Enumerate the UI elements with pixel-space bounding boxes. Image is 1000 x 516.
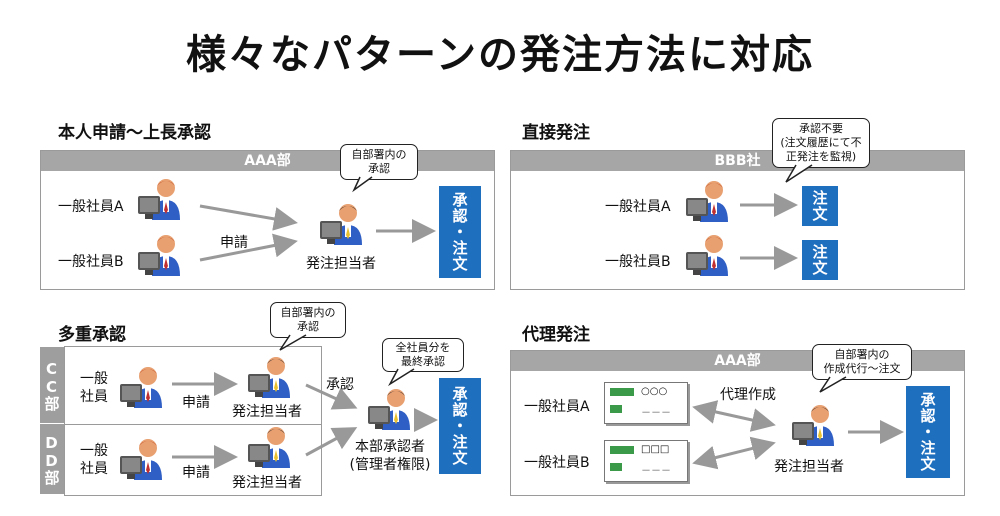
order-doc-a: ○○○ －－－	[604, 382, 688, 424]
doc-a-dash: －－－	[641, 408, 671, 419]
dept-cc-label: CC部	[40, 347, 64, 423]
stamp-icon	[610, 446, 634, 454]
handler-cc-label: 発注担当者	[232, 404, 302, 420]
section-title-proxy-order: 代理発注	[522, 325, 590, 345]
callout-dept-approval: 自部署内の 承認	[340, 144, 418, 180]
stamp-icon	[610, 405, 622, 413]
dept-dd-label: DD部	[40, 424, 64, 494]
doc-a-text: ○○○	[641, 386, 668, 397]
callout-tail	[819, 376, 847, 393]
apply-cc-label: 申請	[182, 395, 210, 411]
employee-a-label: 一般社員A	[524, 399, 590, 415]
apply-label: 申請	[220, 235, 248, 251]
callout-tail	[785, 164, 813, 183]
arrow	[199, 204, 298, 231]
result-box: 承認・注文	[906, 386, 950, 478]
employee-b-label: 一般社員B	[524, 455, 590, 471]
handler-label: 発注担当者	[774, 459, 844, 475]
proxy-create-label: 代理作成	[720, 387, 776, 403]
order-doc-b: □□□ －－－	[604, 440, 688, 482]
order-box-a: 注文	[802, 186, 838, 226]
callout-no-approval: 承認不要 (注文履歴にて不 正発注を監視)	[772, 118, 870, 168]
employee-dd-label: 一般 社員	[80, 443, 108, 477]
arrow	[305, 383, 358, 410]
stamp-icon	[610, 463, 622, 471]
handler-label: 発注担当者	[306, 256, 376, 272]
callout-tail	[388, 368, 415, 387]
hq-approver-label: 本部承認者 (管理者権限)	[349, 439, 431, 473]
employee-cc-label: 一般 社員	[80, 371, 108, 405]
callout-tail	[279, 334, 307, 351]
callout-dept-approval: 自部署内の 承認	[270, 302, 346, 338]
callout-final-approval: 全社員分を 最終承認	[382, 338, 464, 372]
arrow	[692, 436, 776, 470]
section-title-self-apply: 本人申請～上長承認	[58, 123, 211, 143]
order-box-b: 注文	[802, 240, 838, 280]
employee-a-label: 一般社員A	[605, 199, 671, 215]
page-title: 様々なパターンの発注方法に対応	[186, 32, 814, 78]
employee-a-label: 一般社員A	[58, 199, 124, 215]
callout-proxy: 自部署内の 作成代行～注文	[812, 344, 912, 380]
stamp-icon	[610, 388, 634, 396]
arrow	[305, 427, 358, 457]
doc-b-dash: －－－	[641, 466, 671, 477]
arrow	[692, 400, 776, 432]
section-title-direct: 直接発注	[522, 123, 590, 143]
section-title-multi-approval: 多重承認	[58, 325, 126, 345]
apply-dd-label: 申請	[182, 465, 210, 481]
handler-dd-label: 発注担当者	[232, 475, 302, 491]
callout-tail	[352, 176, 373, 193]
result-box: 承認・注文	[439, 186, 481, 278]
arrow	[199, 233, 298, 262]
doc-b-text: □□□	[641, 444, 670, 455]
result-box: 承認・注文	[439, 378, 481, 474]
employee-b-label: 一般社員B	[605, 254, 671, 270]
employee-b-label: 一般社員B	[58, 254, 124, 270]
